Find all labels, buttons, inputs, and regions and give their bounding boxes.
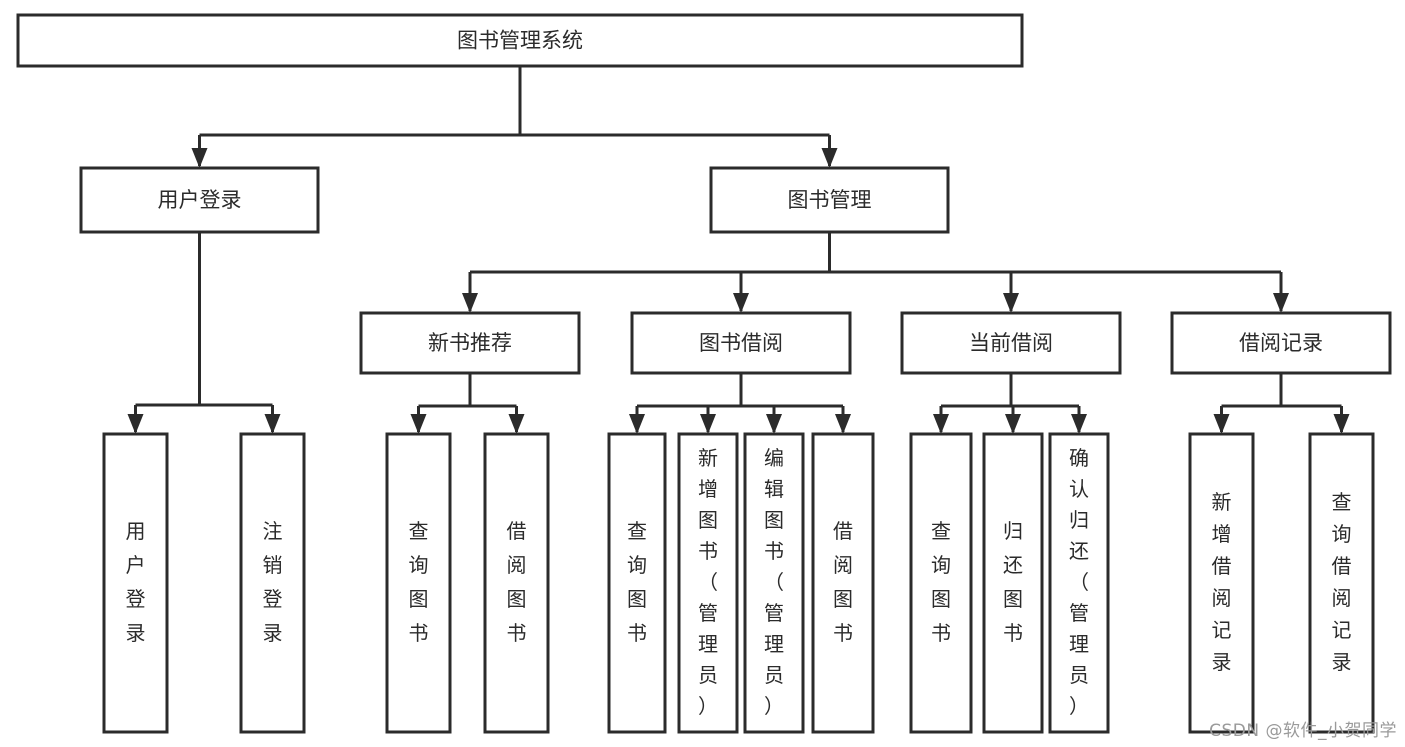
arrow-head xyxy=(1273,293,1289,313)
node-box xyxy=(483,432,550,734)
node-label: 借阅记录 xyxy=(1239,331,1323,355)
node-label: 当前借阅 xyxy=(969,331,1053,355)
node-label: 新增图书（管理员） xyxy=(698,446,718,718)
arrow-head xyxy=(191,148,208,168)
arrow-head xyxy=(733,293,749,313)
arrow-head xyxy=(264,414,281,434)
arrow-head xyxy=(462,293,478,313)
node-box xyxy=(909,432,973,734)
node-label: 查询图书 xyxy=(627,519,647,645)
arrow-head xyxy=(933,414,949,434)
node-leaf-borrow-book-recommend[interactable]: 借阅图书 xyxy=(483,432,550,734)
node-leaf-query-book-current[interactable]: 查询图书 xyxy=(909,432,973,734)
node-leaf-borrow-book[interactable]: 借阅图书 xyxy=(811,432,875,734)
node-box xyxy=(607,432,667,734)
node-label: 注销登录 xyxy=(263,519,283,645)
node-label: 借阅图书 xyxy=(833,519,853,645)
node-label: 图书借阅 xyxy=(699,331,783,355)
node-book-borrow[interactable]: 图书借阅 xyxy=(630,311,852,375)
connector-layer xyxy=(127,66,1350,434)
node-box xyxy=(1188,432,1255,734)
node-leaf-return-book[interactable]: 归还图书 xyxy=(982,432,1044,734)
node-label: 图书管理 xyxy=(788,188,872,212)
node-label: 查询图书 xyxy=(409,519,429,645)
node-current-borrow[interactable]: 当前借阅 xyxy=(900,311,1122,375)
arrow-head xyxy=(821,148,838,168)
node-box xyxy=(677,432,739,734)
node-label: 归还图书 xyxy=(1003,519,1023,645)
node-box xyxy=(982,432,1044,734)
arrow-head xyxy=(629,414,645,434)
node-box xyxy=(1048,432,1110,734)
node-box xyxy=(630,311,852,375)
node-label: 查询图书 xyxy=(931,519,951,645)
node-box xyxy=(743,432,805,734)
node-leaf-add-borrow-record[interactable]: 新增借阅记录 xyxy=(1188,432,1255,734)
node-box xyxy=(79,166,320,234)
node-leaf-query-book-recommend[interactable]: 查询图书 xyxy=(385,432,452,734)
node-root[interactable]: 图书管理系统 xyxy=(16,13,1024,68)
node-layer: 图书管理系统用户登录图书管理新书推荐图书借阅当前借阅借阅记录用户登录注销登录查询… xyxy=(16,13,1392,734)
node-label: 用户登录 xyxy=(158,188,242,212)
arrow-head xyxy=(766,414,782,434)
node-label: 图书管理系统 xyxy=(457,29,583,53)
node-label: 新增借阅记录 xyxy=(1212,490,1232,674)
arrow-head xyxy=(508,414,525,434)
node-borrow-record[interactable]: 借阅记录 xyxy=(1170,311,1392,375)
node-leaf-user-login[interactable]: 用户登录 xyxy=(102,432,169,734)
node-user-login[interactable]: 用户登录 xyxy=(79,166,320,234)
arrow-head xyxy=(835,414,851,434)
node-label: 新书推荐 xyxy=(428,331,512,355)
arrow-head xyxy=(410,414,427,434)
node-leaf-confirm-return[interactable]: 确认归还（管理员） xyxy=(1048,432,1110,734)
node-leaf-user-logout[interactable]: 注销登录 xyxy=(239,432,306,734)
node-label: 查询借阅记录 xyxy=(1332,490,1352,674)
node-box xyxy=(900,311,1122,375)
arrow-head xyxy=(700,414,716,434)
node-box xyxy=(359,311,581,375)
arrow-head xyxy=(1213,414,1230,434)
node-box xyxy=(385,432,452,734)
node-leaf-query-borrow-record[interactable]: 查询借阅记录 xyxy=(1308,432,1375,734)
node-leaf-query-book-borrow[interactable]: 查询图书 xyxy=(607,432,667,734)
arrow-head xyxy=(1005,414,1021,434)
arrow-head xyxy=(1333,414,1350,434)
node-leaf-edit-book[interactable]: 编辑图书（管理员） xyxy=(743,432,805,734)
node-box xyxy=(239,432,306,734)
node-box xyxy=(811,432,875,734)
node-label: 确认归还（管理员） xyxy=(1069,446,1089,718)
node-box xyxy=(709,166,950,234)
arrow-head xyxy=(1003,293,1019,313)
node-book-manage[interactable]: 图书管理 xyxy=(709,166,950,234)
node-box xyxy=(1170,311,1392,375)
node-leaf-add-book[interactable]: 新增图书（管理员） xyxy=(677,432,739,734)
node-label: 借阅图书 xyxy=(507,519,527,645)
node-box xyxy=(1308,432,1375,734)
arrow-head xyxy=(127,414,144,434)
arrow-head xyxy=(1071,414,1087,434)
node-box xyxy=(102,432,169,734)
csdn-watermark: CSDN @软件_小贺同学 xyxy=(1209,721,1397,741)
node-box xyxy=(16,13,1024,68)
node-label: 用户登录 xyxy=(126,519,146,645)
node-label: 编辑图书（管理员） xyxy=(764,446,784,718)
node-new-book-recommend[interactable]: 新书推荐 xyxy=(359,311,581,375)
